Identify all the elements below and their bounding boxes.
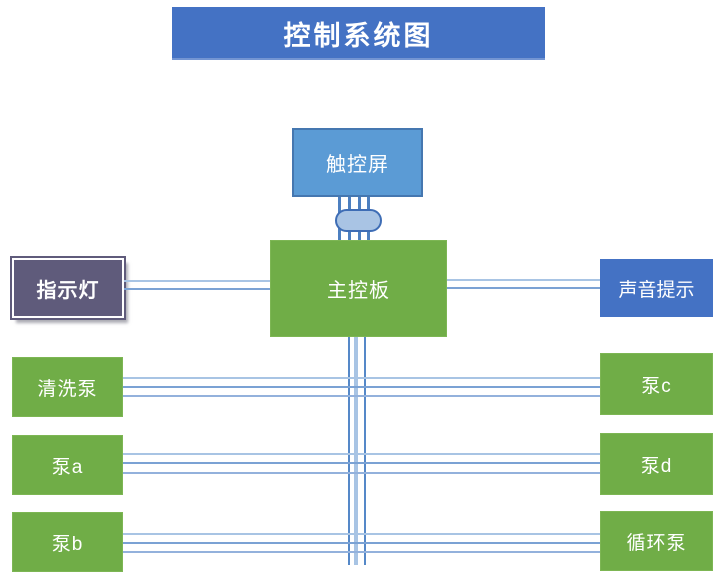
node-mainboard: 主控板 (270, 240, 447, 337)
row2-wire (123, 462, 600, 464)
row3-wire (123, 533, 600, 535)
row1-wire (123, 386, 600, 388)
diagram-title: 控制系统图 (172, 7, 545, 60)
node-cleaning-pump: 清洗泵 (12, 357, 123, 417)
row2-wire (123, 472, 600, 474)
row2-wire (123, 453, 600, 455)
node-indicator-light: 指示灯 (12, 258, 124, 318)
node-circulation-pump: 循环泵 (600, 511, 713, 571)
row3-wire (123, 551, 600, 553)
bus-connector-pill (335, 209, 382, 232)
trunk-wire-left (348, 337, 350, 565)
wire-sound-bottom (447, 287, 600, 289)
row3-wire (123, 542, 600, 544)
node-pump-c: 泵c (600, 353, 713, 415)
trunk-wire-right (364, 337, 366, 565)
node-sound-prompt: 声音提示 (600, 259, 713, 317)
row1-wire (123, 395, 600, 397)
wire-indicator-bottom (124, 288, 270, 290)
row1-wire (123, 377, 600, 379)
trunk-wire-middle (354, 337, 358, 565)
node-pump-b: 泵b (12, 512, 123, 572)
node-pump-d: 泵d (600, 433, 713, 495)
wire-indicator-top (124, 280, 270, 282)
wire-sound-top (447, 279, 600, 281)
node-pump-a: 泵a (12, 435, 123, 495)
node-touchscreen: 触控屏 (292, 128, 423, 197)
